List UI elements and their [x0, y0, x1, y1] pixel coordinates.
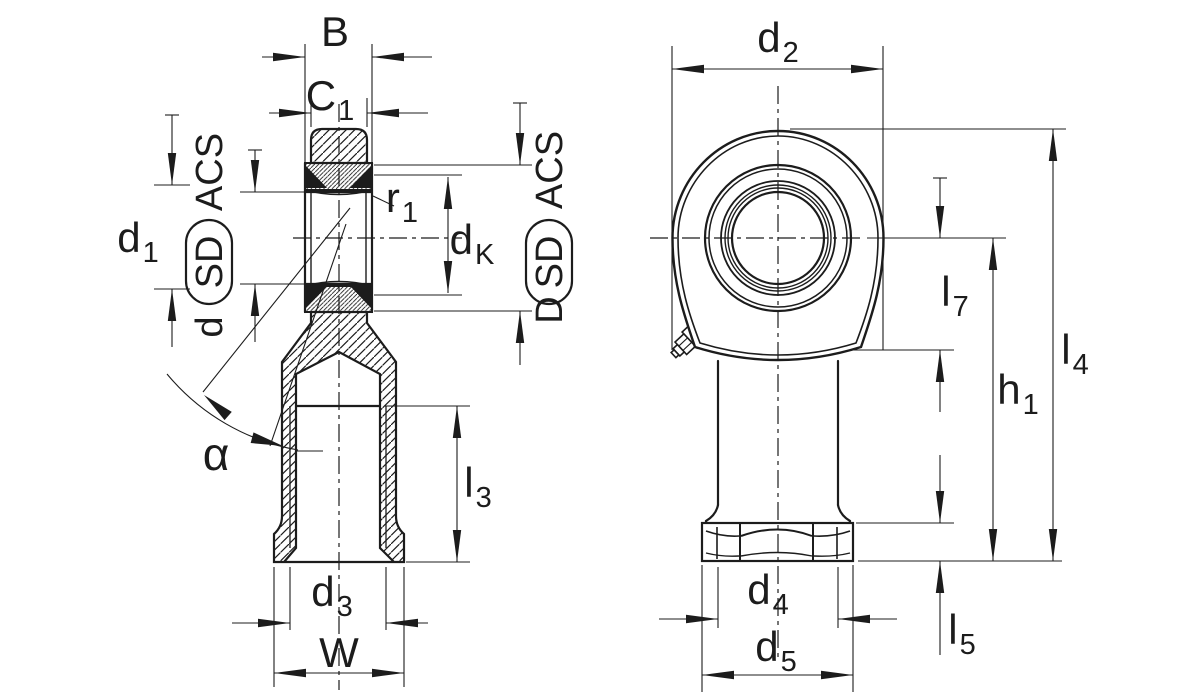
- front-centerlines: [650, 86, 862, 662]
- dim-total-length: l4: [1048, 129, 1089, 561]
- dim-label-d5: d5: [755, 623, 797, 678]
- dim-label-l3: l3: [464, 459, 491, 514]
- outer-tolerance-box-label: SD: [529, 236, 571, 289]
- seal-wedge: [350, 286, 371, 308]
- shank-section: [272, 310, 406, 564]
- dim-thread-length: l3: [384, 405, 492, 563]
- front-view: d2 l7 h1 l4: [650, 14, 1089, 692]
- seal-wedge: [306, 166, 327, 188]
- dim-label-d1: d1: [117, 214, 159, 269]
- dim-head-dia: d2: [671, 14, 884, 350]
- outer-tolerance-suffix: ACS: [529, 131, 571, 209]
- bore-tolerance-suffix: ACS: [189, 133, 231, 211]
- dim-label-dK: dK: [450, 216, 495, 271]
- inner-ring-section: [303, 161, 374, 314]
- dim-neck-offset: l7: [933, 177, 969, 412]
- dim-inner-ring-width: B: [262, 8, 432, 162]
- dim-hex-height: l5: [935, 455, 976, 661]
- dim-center-height: h1: [988, 238, 1039, 561]
- tilt-angle-annotation: α: [166, 373, 323, 480]
- tolerance-stadium-box: [524, 218, 574, 306]
- dim-label-B: B: [321, 8, 349, 55]
- dim-label-d2: d2: [757, 14, 799, 69]
- dim-label-l5: l5: [948, 606, 975, 661]
- dim-across-flats: W: [273, 567, 405, 687]
- dim-outer-tolerance: D SD ACS: [374, 102, 574, 365]
- dim-thread-dia: d3: [232, 567, 428, 630]
- thread-lines: [289, 406, 387, 548]
- dim-bore-tolerance: d SD ACS: [184, 133, 305, 342]
- dim-label-r1: r1: [386, 174, 418, 229]
- dim-collar-dia: d4: [659, 566, 897, 628]
- dim-label-l7: l7: [941, 268, 968, 323]
- dim-label-d3: d3: [311, 568, 353, 623]
- dim-edge-radius: r1: [372, 174, 418, 229]
- dim-ball-dia: dK: [374, 174, 495, 296]
- section-view: α B C1 d1: [117, 8, 574, 690]
- section-centerlines: [293, 104, 462, 690]
- bore-tolerance-dia: d: [189, 316, 231, 337]
- tilt-angle-label: α: [203, 428, 230, 480]
- bore-tolerance-box-label: SD: [189, 236, 231, 289]
- outer-tolerance-dia: D: [529, 296, 571, 323]
- dim-label-W: W: [319, 629, 359, 676]
- dim-hex-corner-dia: d5: [701, 565, 854, 692]
- seal-wedge: [306, 286, 327, 308]
- dim-label-l4: l4: [1061, 326, 1088, 381]
- dim-label-C1: C1: [306, 72, 354, 127]
- dim-inner-ring-face-dia: d1: [117, 114, 190, 347]
- dim-housing-width: C1: [269, 72, 428, 127]
- tolerance-stadium-box: [184, 218, 234, 306]
- seal-wedge: [350, 166, 371, 188]
- dim-label-h1: h1: [997, 366, 1039, 421]
- dim-label-d4: d4: [747, 566, 789, 621]
- housing-eye-top-section: [309, 127, 369, 165]
